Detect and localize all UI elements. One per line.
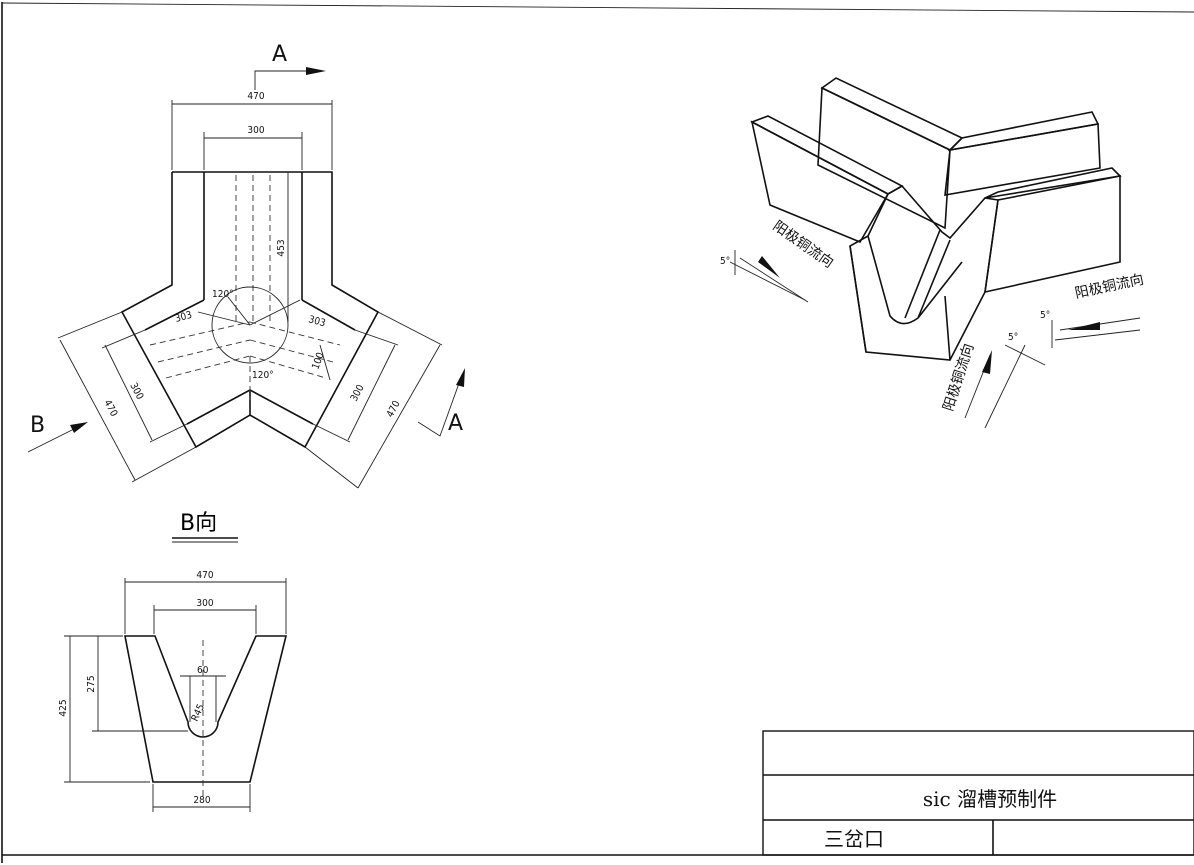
title-block: sic 溜槽预制件 三岔口 bbox=[762, 730, 1194, 856]
dim-line bbox=[104, 344, 153, 441]
slope-line bbox=[729, 261, 806, 301]
title-block-frame bbox=[762, 730, 1194, 856]
dim-line bbox=[319, 344, 331, 381]
dim-line bbox=[357, 344, 441, 489]
iso-face bbox=[817, 86, 951, 230]
dim-r45: R45 bbox=[190, 703, 207, 724]
dim-ext bbox=[149, 423, 188, 443]
hidden-line bbox=[149, 321, 251, 346]
dim-425: 425 bbox=[58, 699, 69, 716]
iso-face bbox=[947, 111, 1100, 152]
iso-groove-line bbox=[904, 229, 941, 319]
radial-line bbox=[249, 299, 301, 326]
hidden-line bbox=[249, 339, 334, 363]
section-line-a-top bbox=[254, 70, 318, 90]
radial-line bbox=[227, 296, 251, 326]
dim-ext bbox=[377, 311, 443, 346]
iso-face bbox=[750, 120, 890, 244]
iso-face bbox=[944, 123, 1101, 196]
y-junction-outline bbox=[120, 171, 380, 449]
iso-face bbox=[984, 167, 1122, 199]
v-channel-outline bbox=[124, 635, 288, 783]
inner-wall bbox=[249, 389, 314, 425]
slope-3: 5° bbox=[1008, 332, 1018, 343]
dim-line bbox=[59, 339, 136, 481]
dim-ext bbox=[57, 311, 123, 339]
dim-ext bbox=[131, 446, 197, 483]
section-label-b: B bbox=[30, 413, 45, 438]
arrow-head bbox=[758, 256, 780, 278]
dim-ext bbox=[312, 423, 351, 443]
dim-453: 453 bbox=[276, 239, 287, 256]
section-label-a-top: A bbox=[272, 42, 287, 67]
iso-face bbox=[820, 77, 964, 151]
dim-470-top: 470 bbox=[247, 91, 264, 102]
view-b-title: B向 bbox=[180, 511, 217, 536]
inner-wall bbox=[144, 299, 205, 331]
dim-ext bbox=[304, 446, 359, 489]
slope-line bbox=[984, 344, 1026, 429]
hidden-line bbox=[165, 355, 251, 379]
hidden-line bbox=[249, 355, 327, 379]
iso-groove bbox=[867, 235, 963, 325]
dim-300: 300 bbox=[196, 598, 213, 609]
sub-name: 三岔口 bbox=[824, 827, 884, 851]
dim-300-left: 300 bbox=[127, 381, 145, 402]
iso-view: 阳极铜流向 5° 阳极铜流向 5° 阳极铜流向 5° bbox=[720, 77, 1146, 429]
hidden-line bbox=[249, 321, 341, 346]
dim-60: 60 bbox=[197, 665, 209, 676]
dim-470: 470 bbox=[196, 570, 213, 581]
dim-ext bbox=[101, 329, 146, 349]
arrow-head bbox=[982, 350, 992, 374]
dim-120-a: 120° bbox=[212, 289, 234, 300]
dim-line bbox=[347, 344, 396, 441]
section-line-a-right bbox=[417, 374, 463, 437]
iso-edge bbox=[944, 295, 951, 361]
flow-label-2: 阳极铜流向 bbox=[1074, 272, 1146, 302]
flow-arrow bbox=[739, 257, 809, 303]
section-label-a-right: A bbox=[448, 411, 463, 436]
slope-2: 5° bbox=[1040, 310, 1050, 321]
dim-275: 275 bbox=[86, 675, 97, 692]
arrow-head bbox=[1068, 322, 1100, 330]
dim-470-right: 470 bbox=[385, 399, 403, 420]
inner-wall bbox=[301, 299, 356, 331]
dim-100: 100 bbox=[310, 351, 326, 371]
top-view: 470 300 453 120° 120° 303 303 100 300 47… bbox=[27, 42, 465, 489]
dim-280: 280 bbox=[193, 795, 210, 806]
arrow-head bbox=[306, 67, 326, 75]
iso-groove-line bbox=[917, 239, 951, 319]
flow-label-1: 阳极铜流向 bbox=[770, 218, 837, 271]
construction-circle bbox=[211, 286, 289, 364]
dim-300-right: 300 bbox=[349, 383, 367, 404]
arrow-head bbox=[70, 422, 88, 433]
slope-line bbox=[1054, 329, 1141, 341]
dim-120-b: 120° bbox=[252, 370, 274, 381]
b-view: B向 470 300 60 R45 275 425 bbox=[58, 511, 288, 812]
sheet-border-top bbox=[1, 2, 1194, 13]
slope-1: 5° bbox=[720, 256, 730, 267]
iso-face bbox=[984, 175, 1121, 294]
slope-line bbox=[1004, 344, 1046, 366]
radial-line bbox=[197, 311, 251, 326]
iso-channel-body bbox=[849, 184, 999, 361]
dim-ext bbox=[354, 329, 399, 346]
iso-edge bbox=[849, 245, 867, 353]
part-name: sic 溜槽预制件 bbox=[923, 787, 1057, 811]
hidden-line bbox=[157, 339, 251, 363]
arrow-head bbox=[456, 368, 465, 387]
inner-wall bbox=[186, 389, 251, 425]
dim-303-left: 303 bbox=[174, 310, 193, 325]
dim-300-top: 300 bbox=[247, 125, 264, 136]
dim-303-right: 303 bbox=[307, 314, 326, 329]
flow-label-3: 阳极铜流向 bbox=[941, 342, 978, 414]
dim-470-left: 470 bbox=[101, 398, 119, 419]
iso-face bbox=[750, 115, 904, 195]
